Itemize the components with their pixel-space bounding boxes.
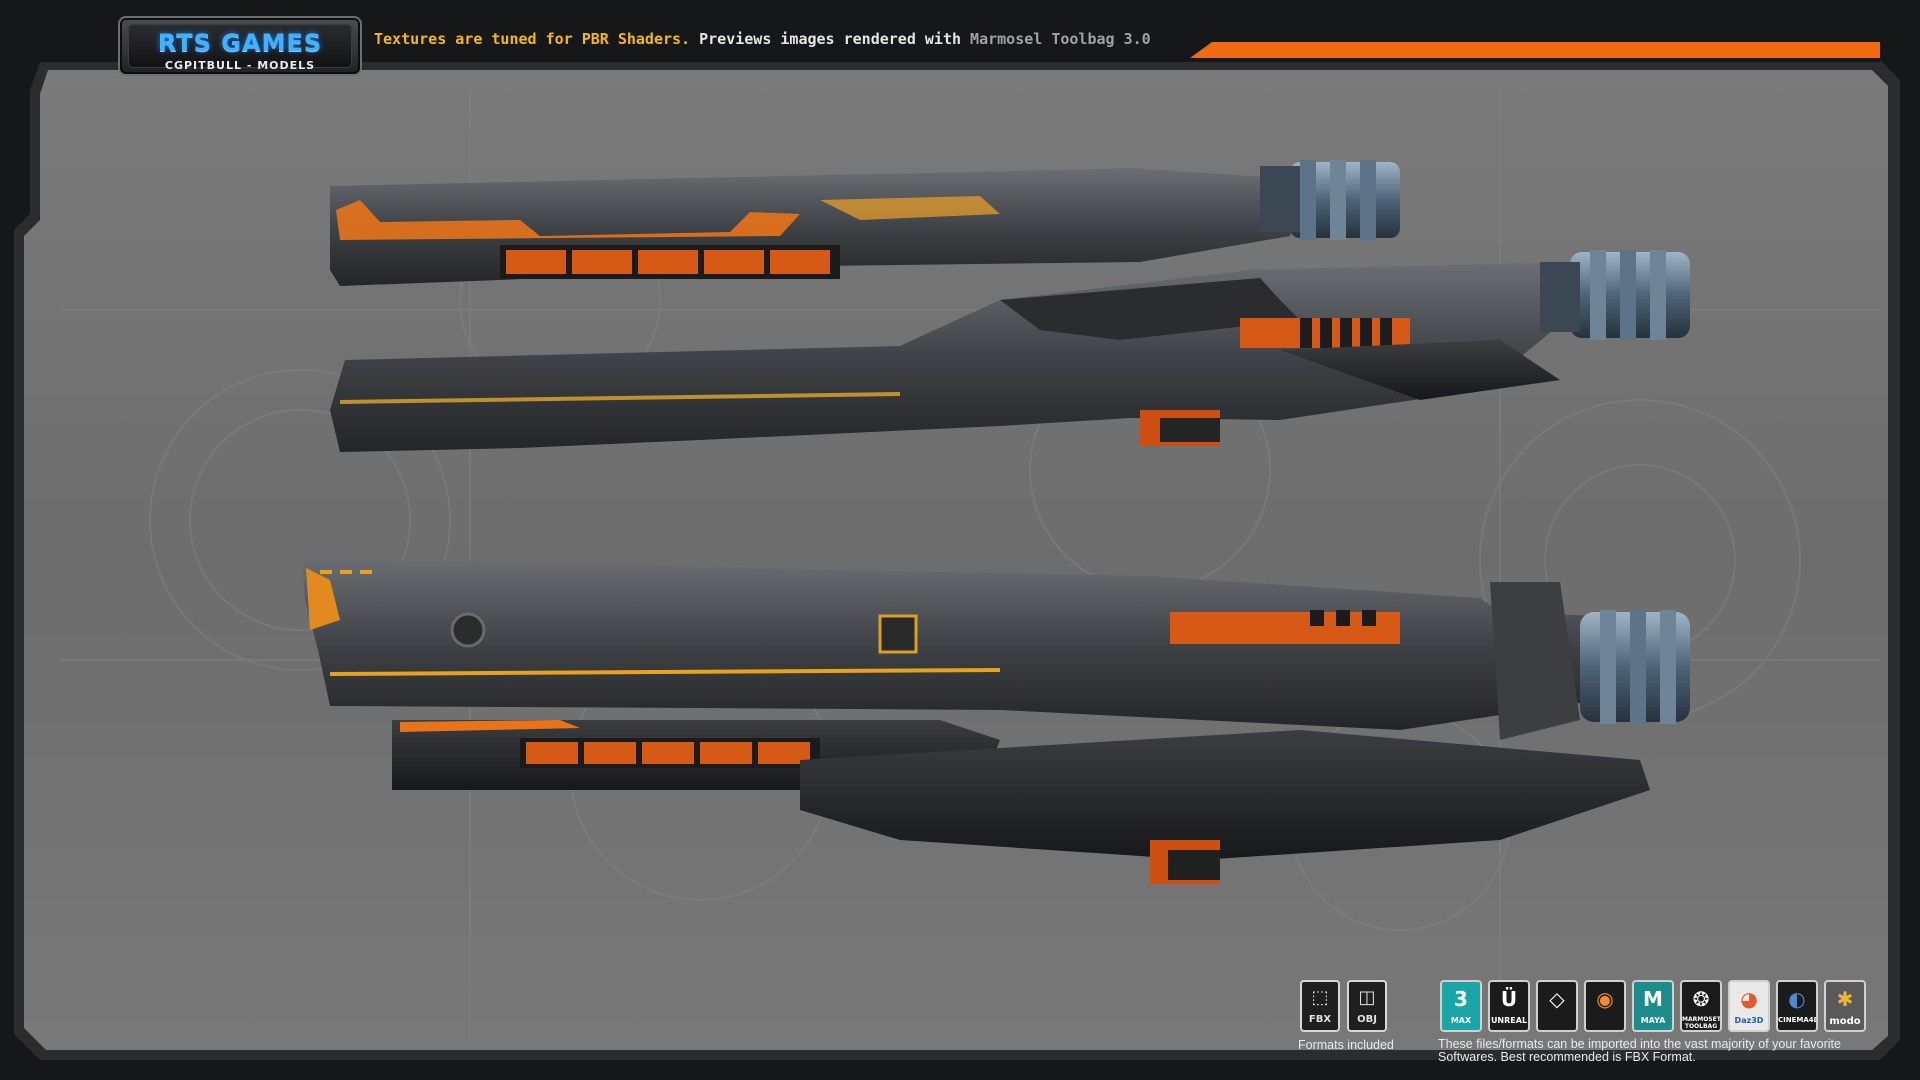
- blender-icon: ◉: [1584, 980, 1626, 1032]
- modo-glyph: ✱: [1836, 987, 1854, 1011]
- c4d-label: CINEMA4D: [1778, 1016, 1818, 1024]
- daz-label: Daz3D: [1734, 1016, 1764, 1025]
- maya-label: MAYA: [1640, 1016, 1666, 1025]
- marmoset-label: MARMOSET TOOLBAG: [1682, 1016, 1721, 1030]
- rts-games-logo: RTS GAMES CGPITBULL - MODELS: [118, 16, 362, 76]
- fbx-glyph: ⬚: [1311, 987, 1329, 1008]
- c4d-glyph: ◐: [1788, 987, 1806, 1011]
- unreal-engine-icon: Ü UNREAL: [1488, 980, 1530, 1032]
- modo-label: modo: [1829, 1016, 1861, 1027]
- fbx-label: FBX: [1308, 1014, 1332, 1025]
- tagline: Textures are tuned for PBR Shaders. Prev…: [374, 30, 1151, 48]
- tagline-renderer-name: Marmosel Toolbag 3.0: [970, 30, 1151, 48]
- logo-title: RTS GAMES: [157, 29, 323, 57]
- obj-file-icon: ◫ OBJ: [1347, 980, 1387, 1032]
- unreal-glyph: Ü: [1500, 987, 1518, 1011]
- tagline-shader-note: Textures are tuned for PBR Shaders.: [374, 30, 691, 48]
- max-label: MAX: [1450, 1016, 1472, 1025]
- formats-caption: Formats included: [1298, 1038, 1394, 1052]
- obj-label: OBJ: [1357, 1014, 1377, 1025]
- fbx-file-icon: ⬚ FBX: [1300, 980, 1340, 1032]
- unity-glyph: ◇: [1549, 987, 1565, 1011]
- blender-glyph: ◉: [1596, 987, 1614, 1011]
- unreal-label: UNREAL: [1490, 1016, 1528, 1025]
- logo-subtitle: CGPITBULL - MODELS: [164, 59, 316, 72]
- ship-render-top: [330, 160, 1690, 452]
- cinema4d-icon: ◐ CINEMA4D: [1776, 980, 1818, 1032]
- maya-icon: M MAYA: [1632, 980, 1674, 1032]
- daz-glyph: ◕: [1740, 987, 1758, 1011]
- marmoset-icon: ❂ MARMOSET TOOLBAG: [1680, 980, 1722, 1032]
- ship-render-side: [302, 558, 1690, 884]
- unity-icon: ◇: [1536, 980, 1578, 1032]
- marmoset-glyph: ❂: [1692, 987, 1710, 1011]
- max-glyph: 3: [1454, 987, 1468, 1011]
- header-accent-bar: [1190, 42, 1880, 58]
- maya-glyph: M: [1643, 987, 1663, 1011]
- compatibility-caption: These files/formats can be imported into…: [1438, 1037, 1841, 1064]
- obj-glyph: ◫: [1358, 987, 1376, 1008]
- daz3d-icon: ◕ Daz3D: [1728, 980, 1770, 1032]
- logo-plate: RTS GAMES CGPITBULL - MODELS: [128, 24, 352, 72]
- modo-icon: ✱ modo: [1824, 980, 1866, 1032]
- tagline-render-note: Previews images rendered with: [690, 30, 971, 48]
